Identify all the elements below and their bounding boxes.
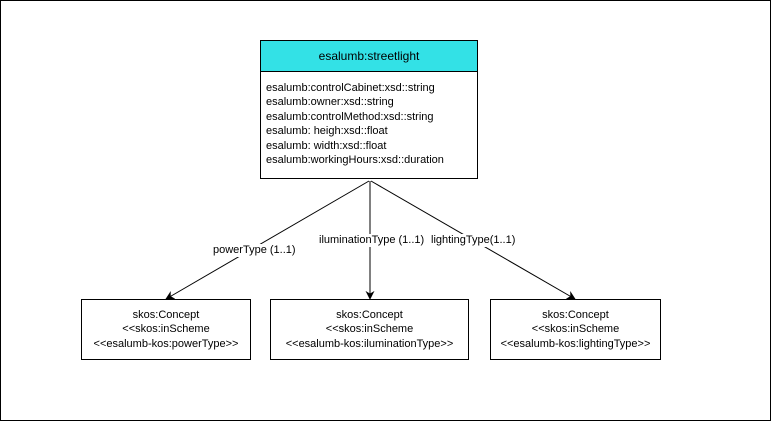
- concept-in-scheme: <<skos:inScheme: [122, 323, 210, 336]
- attribute-list: esalumb:controlCabinet:xsd::string esalu…: [261, 72, 477, 167]
- attribute: esalumb: width:xsd::float: [266, 139, 387, 152]
- streetlight-class[interactable]: esalumb:streetlight esalumb:controlCabin…: [260, 40, 478, 179]
- edge-label-lighting-type: lightingType(1..1): [430, 234, 517, 247]
- class-title: esalumb:streetlight: [261, 41, 477, 72]
- attribute: esalumb:workingHours:xsd::duration: [266, 154, 444, 167]
- edge-power-type: [165, 180, 370, 300]
- concept-type: skos:Concept: [336, 308, 403, 321]
- concept-type: skos:Concept: [132, 308, 200, 321]
- concept-scheme-name: <<esalumb-kos:lightingType>>: [500, 337, 651, 350]
- concept-type: skos:Concept: [542, 308, 609, 321]
- edge-label-power-type: powerType (1..1): [212, 244, 297, 257]
- attribute: esalumb:owner:xsd::string: [266, 96, 394, 109]
- attribute: esalumb:controlCabinet:xsd::string: [266, 82, 435, 94]
- concept-illumination-type[interactable]: skos:Concept <<skos:inScheme <<esalumb-k…: [270, 299, 469, 360]
- concept-lighting-type[interactable]: skos:Concept <<skos:inScheme <<esalumb-k…: [490, 299, 661, 360]
- concept-in-scheme: <<skos:inScheme: [325, 323, 414, 336]
- concept-power-type[interactable]: skos:Concept <<skos:inScheme <<esalumb-k…: [81, 299, 251, 360]
- concept-in-scheme: <<skos:inScheme: [531, 323, 620, 336]
- concept-scheme-name: <<esalumb-kos:iluminationType>>: [285, 337, 454, 350]
- attribute: esalumb:controlMethod:xsd::string: [266, 110, 434, 123]
- concept-scheme-name: <<esalumb-kos:powerType>>: [93, 337, 239, 350]
- edge-label-illumination-type: iluminationType (1..1): [318, 234, 426, 247]
- attribute: esalumb: heigh:xsd::float: [266, 125, 388, 138]
